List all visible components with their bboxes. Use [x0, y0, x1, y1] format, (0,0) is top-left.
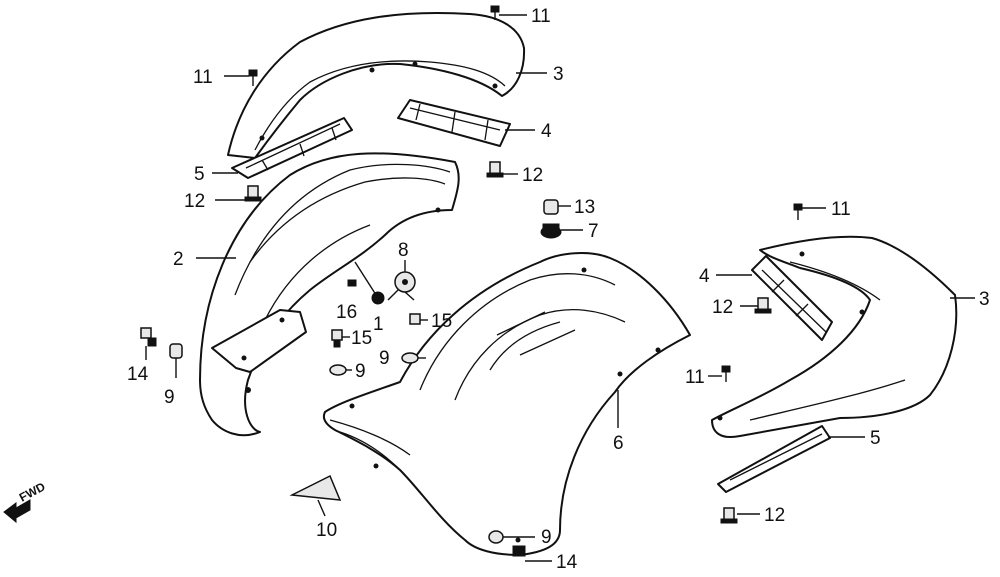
- clip-12-bottom: [720, 507, 738, 524]
- clip-12-left: [244, 185, 262, 202]
- callout-12-right: 12: [712, 297, 733, 318]
- screw-14-bottom: [512, 545, 526, 557]
- callout-9-left: 9: [355, 361, 366, 382]
- part-3-right-flap: [711, 235, 958, 438]
- part-10-pad: [289, 474, 342, 501]
- screw-14-left: [140, 327, 157, 347]
- callout-9-mid: 9: [379, 348, 390, 369]
- callout-2: 2: [173, 249, 184, 270]
- callout-9-bottom: 9: [541, 527, 552, 548]
- bolt-11-right-mid: [721, 365, 731, 382]
- part-4-right-strip: [751, 255, 833, 341]
- direction-label: FWD: [17, 479, 48, 504]
- bolt-15-left: [331, 329, 343, 348]
- part-4-upper-strip: [397, 99, 511, 147]
- bolt-1: [354, 261, 385, 305]
- callout-15-mid: 15: [431, 311, 452, 332]
- callout-5-right: 5: [870, 428, 881, 449]
- callout-3-right: 3: [979, 289, 990, 310]
- nut-9-bottom: [488, 530, 504, 544]
- callout-13: 13: [574, 197, 595, 218]
- bracket-8: [387, 271, 416, 301]
- callout-4-top: 4: [541, 121, 552, 142]
- callout-9-far-left: 9: [164, 387, 175, 408]
- nut-9-left: [329, 364, 347, 376]
- nut-9-mid: [401, 352, 419, 364]
- bolt-15-mid: [409, 313, 421, 325]
- callout-11-left: 11: [193, 67, 213, 88]
- callout-14-left: 14: [127, 364, 149, 385]
- callout-6: 6: [613, 433, 624, 454]
- callout-3-top: 3: [553, 64, 564, 85]
- callout-8: 8: [398, 240, 409, 261]
- callout-11-top: 11: [531, 6, 551, 27]
- callout-14-bottom: 14: [556, 552, 578, 573]
- part-2-left-fender: [199, 152, 460, 437]
- clip-12-mid: [486, 161, 504, 178]
- leader-lines: [145, 14, 975, 562]
- callout-10: 10: [316, 520, 337, 541]
- part-3-upper-flap: [227, 12, 526, 159]
- callout-11-right-mid: 11: [685, 367, 705, 388]
- callout-12-bottom: 12: [764, 505, 785, 526]
- forward-arrow-icon: [3, 499, 31, 524]
- callout-12-mid: 12: [522, 165, 543, 186]
- grommet-7: [540, 223, 562, 239]
- callout-4-right: 4: [699, 266, 710, 287]
- part-5-left-strip: [231, 117, 353, 179]
- callout-5-left: 5: [194, 164, 205, 185]
- nut-9-far-left: [169, 343, 183, 359]
- bolt-11-left: [248, 69, 258, 86]
- callout-16: 16: [336, 302, 357, 323]
- clip-12-right: [754, 297, 772, 314]
- collar-13: [543, 199, 559, 215]
- callout-7: 7: [588, 221, 599, 242]
- bolt-16: [347, 279, 357, 287]
- callout-11-right-top: 11: [831, 199, 851, 220]
- callout-15-left: 15: [351, 328, 372, 349]
- bolt-11-right-top: [793, 203, 803, 220]
- bolt-11-top: [490, 5, 500, 20]
- callout-1: 1: [373, 314, 384, 335]
- callout-labels: FWD 11 11 3 4 5 12 12 2 13 7 8 16 1 15 1…: [17, 6, 990, 573]
- callout-12-left: 12: [184, 191, 205, 212]
- part-6-center-fender: [322, 252, 691, 556]
- part-5-right-strip: [717, 425, 831, 493]
